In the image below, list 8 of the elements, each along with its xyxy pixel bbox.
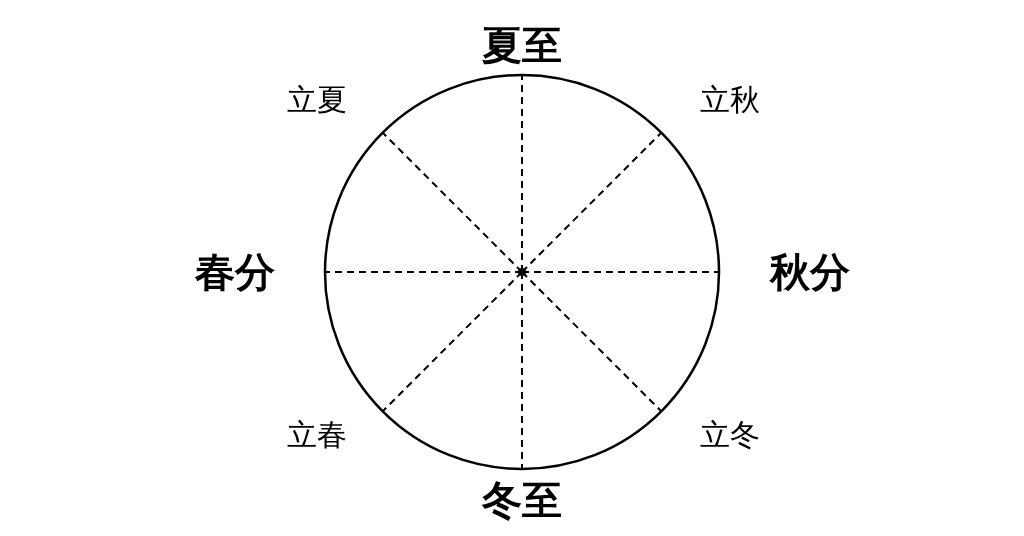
season-label: 秋分 — [770, 252, 850, 292]
season-label: 春分 — [195, 252, 275, 292]
season-start-label: 立春 — [287, 420, 347, 450]
season-start-label: 立夏 — [287, 85, 347, 115]
season-start-label: 立冬 — [700, 420, 760, 450]
season-label: 冬至 — [482, 480, 562, 520]
season-start-label: 立秋 — [700, 85, 760, 115]
season-label: 夏至 — [482, 25, 562, 65]
